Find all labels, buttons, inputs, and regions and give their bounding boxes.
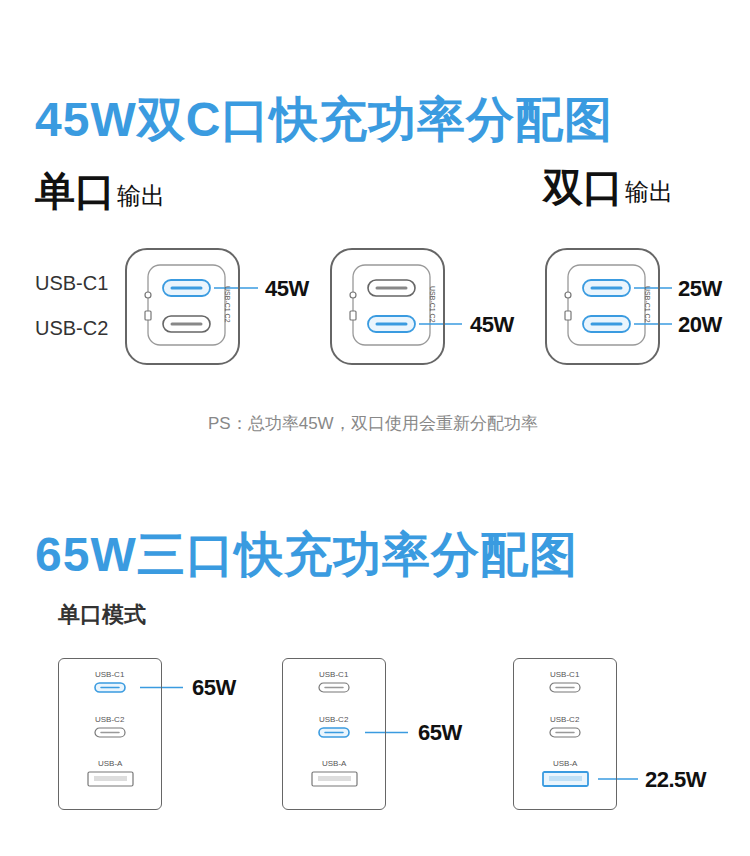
port-name: USB-C2 [35,317,108,340]
charger-body: USB-C1 C2 [545,248,660,365]
power-value: 65W [418,720,462,746]
port-name: USB-C1 [35,272,108,295]
port-name: USB-C2 [319,716,348,724]
port-marking: USB-C1 C2 [644,286,651,323]
charger-body: USB-C1 C2 [330,248,445,365]
power-value: 22.5W [645,767,706,793]
power-value: 45W [265,276,309,302]
section-heading: 单口 [35,164,115,219]
port-marking: USB-C1 C2 [429,286,436,323]
mode-heading: 单口模式 [58,600,146,630]
charger-panel: USB-C1USB-C2USB-A [282,658,386,810]
charger-panel: USB-C1USB-C2USB-A [58,658,162,810]
port-marking: USB-C1 C2 [224,286,231,323]
section-subheading: 输出 [117,180,165,212]
port-name: USB-A [553,760,577,768]
note: PS：总功率45W，双口使用会重新分配功率 [208,412,538,435]
port-name: USB-A [98,760,122,768]
charger-panel: USB-C1USB-C2USB-A [513,658,617,810]
port-name: USB-C1 [95,671,124,679]
port-name: USB-C1 [319,671,348,679]
heading: 65W三口快充功率分配图 [35,523,578,587]
heading: 45W双C口快充功率分配图 [35,88,613,152]
power-value: 25W [678,276,722,302]
section-heading: 双口 [543,160,623,215]
port-name: USB-C1 [550,671,579,679]
power-value: 65W [192,675,236,701]
section-subheading: 输出 [625,176,673,208]
port-name: USB-C2 [550,716,579,724]
charger-body: USB-C1 C2 [125,248,240,365]
power-value: 45W [470,312,514,338]
power-value: 20W [678,312,722,338]
port-name: USB-A [322,760,346,768]
port-name: USB-C2 [95,716,124,724]
